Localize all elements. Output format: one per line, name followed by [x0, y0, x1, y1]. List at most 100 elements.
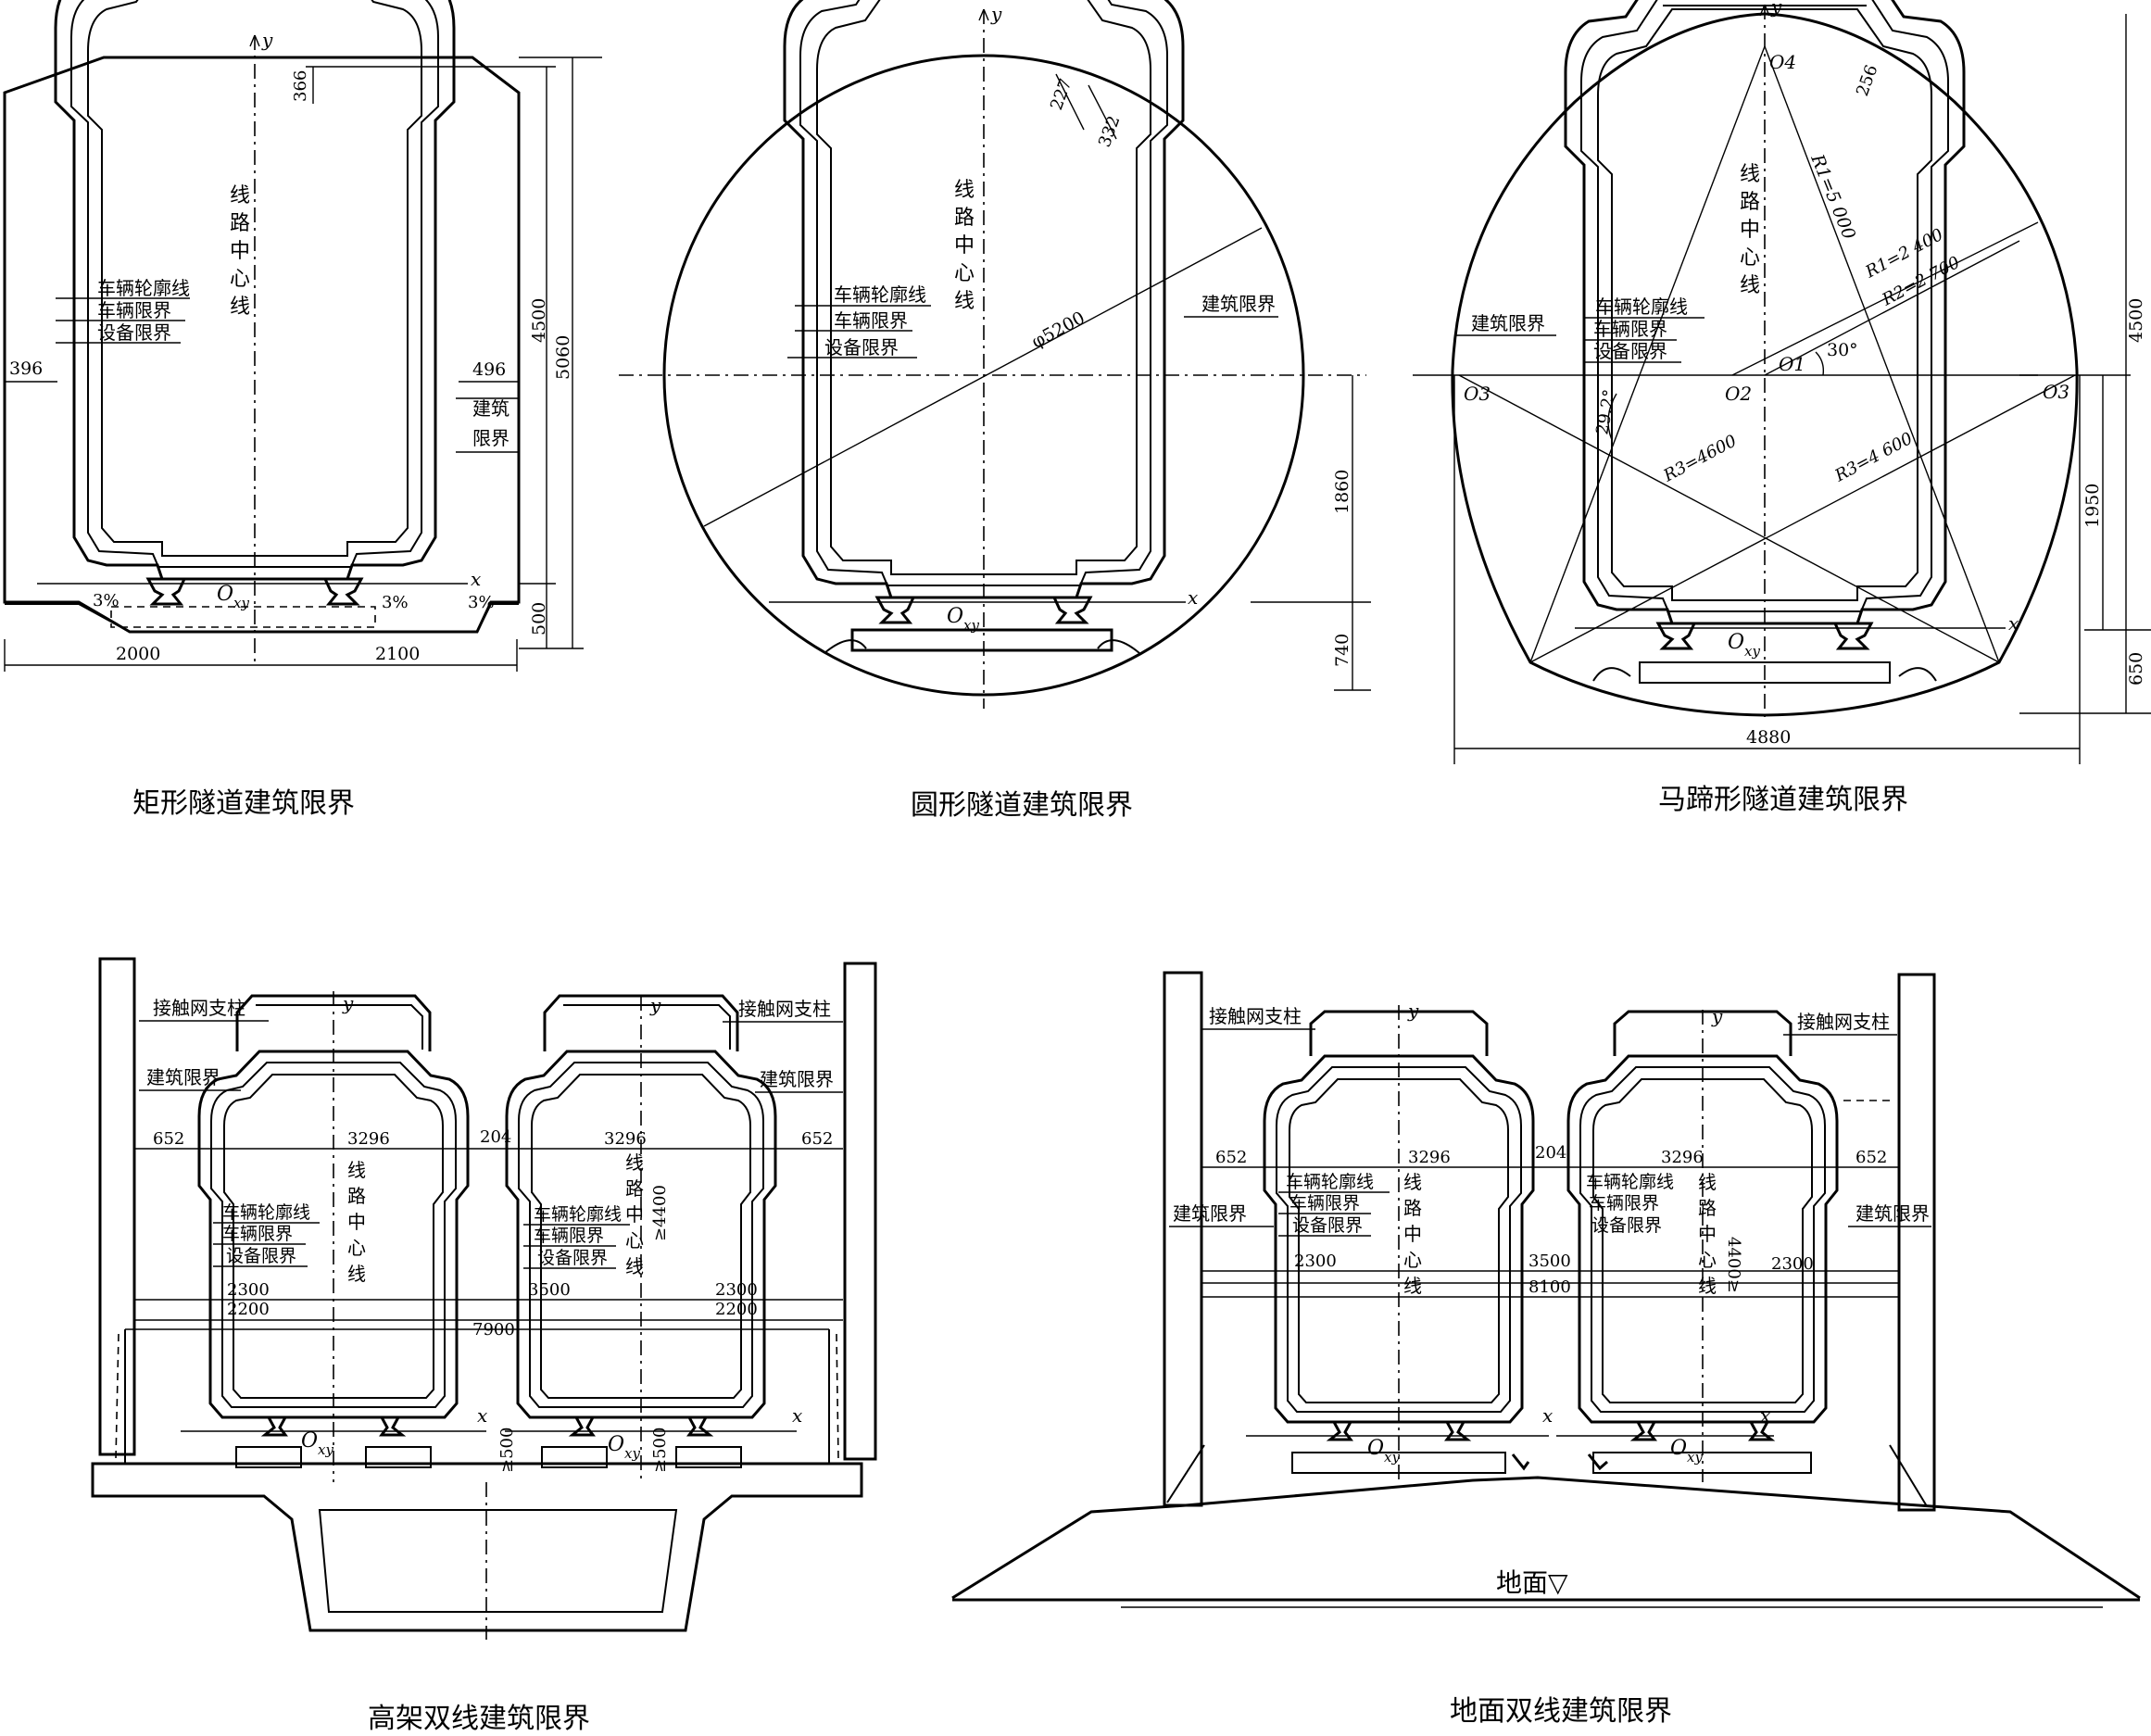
- rect-dim-5060: 5060: [553, 335, 573, 380]
- elevated-clearance-right: 建筑限界: [760, 1068, 834, 1090]
- svg-text:心: 心: [625, 1229, 644, 1252]
- caption-rect-tunnel: 矩形隧道建筑限界: [132, 787, 355, 820]
- ground-label-profile-right: 车辆轮廓线: [1586, 1172, 1674, 1192]
- svg-text:线: 线: [347, 1159, 366, 1181]
- ground-dim-2300-right: 2300: [1771, 1254, 1814, 1274]
- elevated-label-gauge-left: 车辆限界: [222, 1224, 293, 1244]
- svg-text:中: 中: [1403, 1223, 1422, 1245]
- ground-dim-3296-left: 3296: [1408, 1148, 1451, 1167]
- elevated-diagram: y y x x Oxy Oxy 接触网支柱 接触网支柱 建筑限界 建筑限界 65…: [91, 957, 877, 1640]
- svg-text:线: 线: [625, 1255, 644, 1277]
- circle-label-vehicle-gauge: 车辆限界: [834, 309, 908, 332]
- elevated-dim-7900: 7900: [472, 1320, 515, 1340]
- svg-text:心: 心: [1698, 1249, 1717, 1271]
- svg-text:路: 路: [1698, 1197, 1717, 1219]
- horseshoe-dim-1950: 1950: [2082, 484, 2103, 528]
- svg-text:x: x: [792, 1404, 802, 1427]
- circle-dim-227: 227: [1047, 76, 1076, 112]
- svg-text:线: 线: [954, 179, 975, 202]
- ground-pole-left: [1163, 971, 1203, 1507]
- caption-circle-tunnel: 圆形隧道建筑限界: [911, 789, 1133, 822]
- svg-text:路: 路: [625, 1177, 644, 1200]
- circle-tunnel-outline: [662, 54, 1305, 697]
- rect-dim-396: 396: [9, 359, 43, 379]
- elevated-clearance-left: 建筑限界: [146, 1066, 220, 1088]
- svg-text:线: 线: [1403, 1275, 1422, 1297]
- circle-label-vehicle-profile: 车辆轮廓线: [834, 283, 926, 306]
- ground-embankment: [951, 1476, 2141, 1600]
- circle-diameter-line: [703, 227, 1263, 527]
- rect-dim-500: 500: [529, 602, 549, 635]
- ground-dim-2300-left: 2300: [1294, 1252, 1337, 1271]
- horseshoe-angle-29: 29.2°: [1592, 388, 1619, 436]
- svg-text:路: 路: [347, 1185, 366, 1207]
- svg-text:y: y: [990, 3, 1002, 25]
- elevated-label-profile-right: 车辆轮廓线: [534, 1204, 622, 1225]
- ground-dim-3500: 3500: [1528, 1252, 1571, 1271]
- horseshoe-radius-r3b: R3=4 600: [1831, 429, 1917, 486]
- ground-dim-204: 204: [1535, 1143, 1566, 1163]
- svg-text:中: 中: [347, 1211, 366, 1233]
- svg-text:线: 线: [1740, 274, 1760, 297]
- horseshoe-tunnel-outline: [1451, 12, 2079, 717]
- horseshoe-dim-650: 650: [2126, 652, 2146, 686]
- ground-dim-4400: 4400≥: [1724, 1237, 1743, 1293]
- svg-text:x: x: [1542, 1404, 1553, 1427]
- rect-slope-mid: 3%: [382, 593, 409, 612]
- rect-slope-right: 3%: [468, 593, 495, 612]
- svg-text:Oxy: Oxy: [1367, 1437, 1401, 1466]
- ground-dim-8100: 8100: [1528, 1277, 1571, 1297]
- rect-clearance-label: 建筑: [472, 397, 509, 420]
- svg-text:线: 线: [1740, 163, 1760, 186]
- horseshoe-radius-r1: R1=5 000: [1806, 151, 1859, 243]
- circle-dim-1860: 1860: [1332, 470, 1352, 514]
- horseshoe-point-o1: O1: [1779, 353, 1805, 375]
- rect-x-label: x: [471, 568, 481, 590]
- rect-dim-366: 366: [291, 70, 310, 102]
- ground-clearance-left: 建筑限界: [1173, 1202, 1247, 1225]
- svg-text:x: x: [477, 1404, 487, 1427]
- elevated-label-profile-left: 车辆轮廓线: [222, 1202, 310, 1223]
- circle-label-equipment-gauge: 设备限界: [824, 336, 899, 359]
- svg-text:线: 线: [230, 184, 250, 208]
- elevated-deck: [91, 1462, 863, 1632]
- svg-text:y: y: [1770, 0, 1782, 18]
- elevated-dim-2200-left: 2200: [227, 1300, 270, 1319]
- svg-text:Oxy: Oxy: [608, 1433, 641, 1462]
- svg-text:路: 路: [1740, 191, 1760, 214]
- svg-text:y: y: [342, 992, 354, 1014]
- horseshoe-angle-30: 30°: [1827, 340, 1858, 360]
- circle-track-bed: [850, 628, 1113, 652]
- elevated-pole-label-left: 接触网支柱: [153, 997, 245, 1019]
- elevated-dim-2300-left: 2300: [227, 1280, 270, 1300]
- svg-text:线: 线: [347, 1263, 366, 1285]
- ground-diagram: y y x x Oxy Oxy 接触网支柱 接触网支柱 652 3296 204…: [951, 971, 2141, 1608]
- ground-dim-652-left: 652: [1215, 1148, 1247, 1167]
- svg-text:y: y: [649, 994, 661, 1016]
- rect-origin-label: Oxy: [217, 583, 250, 611]
- horseshoe-point-o3-left: O3: [1464, 383, 1491, 405]
- ground-dim-652-right: 652: [1855, 1148, 1887, 1167]
- elevated-label-equip-right: 设备限界: [537, 1248, 608, 1268]
- svg-text:中: 中: [625, 1203, 644, 1226]
- horseshoe-dim-4500: 4500: [2126, 298, 2146, 343]
- caption-horseshoe-tunnel: 马蹄形隧道建筑限界: [1658, 784, 1908, 816]
- rect-dim-496: 496: [472, 359, 506, 380]
- svg-text:线: 线: [625, 1151, 644, 1174]
- horseshoe-dim-256: 256: [1853, 62, 1881, 98]
- elevated-pole-label-right: 接触网支柱: [738, 998, 831, 1020]
- svg-text:限界: 限界: [472, 427, 509, 449]
- rect-label-equipment-gauge: 设备限界: [97, 321, 171, 344]
- elevated-dim-3296-right: 3296: [604, 1129, 647, 1149]
- horseshoe-point-o4: O4: [1769, 51, 1796, 73]
- horseshoe-label-vehicle-profile: 车辆轮廓线: [1595, 296, 1688, 318]
- circle-dim-740: 740: [1332, 634, 1352, 667]
- ground-label-gauge-left: 车辆限界: [1289, 1193, 1360, 1214]
- svg-text:路: 路: [954, 207, 975, 230]
- elevated-dim-3296-left: 3296: [347, 1129, 390, 1149]
